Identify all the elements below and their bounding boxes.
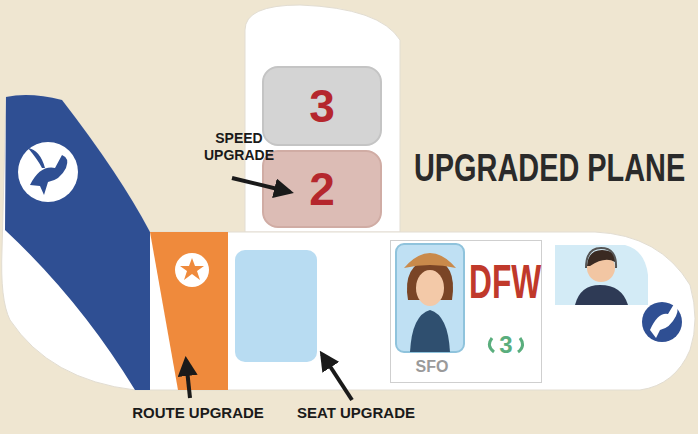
passenger-portrait [396,244,464,352]
nose-logo [642,302,682,342]
upgrade-icon [489,338,522,352]
tail-stripe [5,95,150,390]
star-icon [180,258,204,280]
pegasus-icon [28,148,67,195]
pilot-uniform [575,285,628,305]
callout-label: SEAT UPGRADE [284,404,428,422]
route-stripe [150,232,228,390]
tail-logo [18,142,78,202]
origin-code: SFO [397,357,467,377]
seat-slot [235,250,317,362]
pilot-headset [586,248,616,268]
upgrade-number: 3 [496,332,516,358]
pegasus-icon [650,304,678,338]
speed-number: 3 [264,68,380,144]
cockpit-window [555,245,648,305]
leader-arrow [232,178,290,192]
route-logo [175,253,209,287]
speed-tile: 3 [262,66,382,146]
passenger-body [410,310,450,352]
callout-label: SPEED UPGRADE [196,130,282,164]
callout-label: ROUTE UPGRADE [118,404,278,422]
passenger-face [416,270,444,306]
passenger-hat [404,253,456,268]
destination-code: DFW [469,255,541,309]
wing-board [245,5,400,232]
leader-arrow [322,354,352,400]
leader-arrow [186,360,190,398]
diagram-title: UPGRADED PLANE [414,146,685,190]
